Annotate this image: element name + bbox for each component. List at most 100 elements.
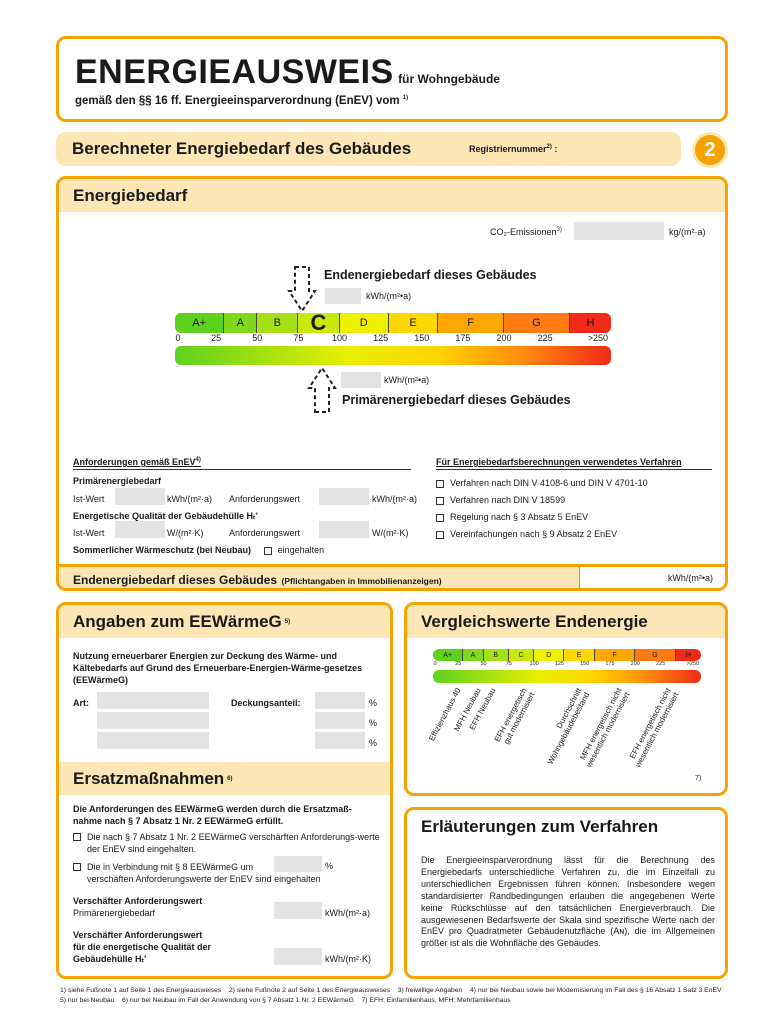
energy-class-g: G — [504, 313, 570, 333]
erlaeuterung-box: Erläuterungen zum Verfahren Die Energiee… — [404, 807, 728, 979]
deckung-label: Deckungsanteil: — [231, 698, 301, 708]
art-field-1[interactable] — [97, 692, 209, 709]
percent-unit: % — [369, 738, 378, 748]
hull-heading: Energetische Qualität der Gebäudehülle H… — [73, 511, 258, 521]
method-option[interactable]: Verfahren nach DIN V 18599 — [436, 492, 648, 509]
hull-ist-field[interactable] — [115, 521, 165, 538]
checkbox[interactable] — [73, 863, 81, 871]
art-field-3[interactable] — [97, 732, 209, 749]
checkbox[interactable] — [436, 530, 444, 539]
summer-check-label: eingehalten — [277, 545, 325, 555]
v2-label: Gebäudehülle Hₜ' — [73, 954, 147, 964]
end-energy-arrow-icon — [287, 266, 317, 313]
option-label: Die nach § 7 Absatz 1 Nr. 2 EEWärmeG ver… — [87, 832, 380, 854]
scale-tick-label: 125 — [373, 333, 389, 343]
ersatz-intro: Die Anforderungen des EEWärmeG werden du… — [73, 804, 352, 826]
primary-energy-unit: kWh/(m²•a) — [384, 375, 430, 385]
primary-energy-field[interactable] — [341, 372, 381, 388]
v2-field[interactable] — [274, 948, 322, 965]
method-option[interactable]: Verfahren nach DIN V 4108-6 und DIN V 47… — [436, 475, 648, 492]
checkbox[interactable] — [436, 513, 444, 522]
scale-tick-label: 75 — [293, 333, 304, 343]
page-number-badge: 2 — [692, 132, 728, 168]
summary-value-field[interactable]: kWh/(m²•a) — [579, 567, 725, 588]
v1-field[interactable] — [274, 902, 322, 919]
registration-label: Registriernummer — [469, 144, 547, 154]
summer-checkbox[interactable] — [263, 546, 272, 555]
art-field-2[interactable] — [97, 712, 209, 729]
energiebedarf-box: Energiebedarf CO₂-Emissionen3) kg/(m²·a)… — [56, 176, 728, 591]
scale-tick-label: 100 — [529, 661, 539, 667]
ersatz-percent-field[interactable] — [274, 856, 322, 872]
deckung-field-3[interactable] — [315, 732, 365, 749]
scale-tick-label: 0 — [433, 661, 437, 667]
method-option[interactable]: Regelung nach § 3 Absatz 5 EnEV — [436, 509, 648, 526]
option-label: Die in Verbindung mit § 8 EEWärmeG um — [87, 862, 254, 872]
hull-anf-field[interactable] — [319, 521, 369, 538]
anforderung-label: Anforderungswert — [229, 494, 301, 504]
scale-tick-label: >250 — [686, 661, 700, 667]
anforderung-label: Anforderungswert — [229, 528, 301, 538]
comparison-label: Effizienzhaus 40 — [426, 686, 463, 743]
document-subtitle: gemäß den §§ 16 ff. Energieeinsparverord… — [75, 95, 400, 107]
energy-class-f: F — [438, 313, 505, 333]
checkbox[interactable] — [73, 833, 81, 841]
scale-tick-label: 225 — [655, 661, 666, 667]
method-title: Für Energiebedarfsberechnungen verwendet… — [436, 457, 682, 467]
checkbox[interactable] — [436, 479, 444, 488]
ersatz-option-1[interactable]: Die nach § 7 Absatz 1 Nr. 2 EEWärmeG ver… — [73, 831, 383, 855]
method-option[interactable]: Vereinfachungen nach § 9 Absatz 2 EnEV — [436, 526, 648, 543]
v2-heading: Verschäfter Anforderungswert — [73, 930, 203, 940]
end-energy-label: Endenergiebedarf dieses Gebäudes — [324, 268, 537, 282]
gradient-bar — [175, 346, 611, 365]
footnote-ref: 4) — [195, 457, 201, 463]
energy-class-h: H — [675, 649, 701, 661]
primary-energy-arrow-icon — [307, 366, 337, 413]
gradient-bar — [433, 670, 701, 683]
v1-heading: Verschäfter Anforderungswert — [73, 896, 203, 906]
energy-class-a: A — [224, 313, 258, 333]
scale-tick-label: 50 — [480, 661, 487, 667]
art-label: Art: — [73, 698, 89, 708]
footnote-ref: 7) — [695, 775, 702, 782]
percent-unit: % — [369, 718, 378, 728]
summer-label: Sommerlicher Wärmeschutz (bei Neubau) — [73, 545, 252, 555]
primary-anf-field[interactable] — [319, 488, 369, 505]
scale-tick-label: 150 — [414, 333, 430, 343]
scale-tick-label: 50 — [252, 333, 263, 343]
scale-tick-label: 150 — [580, 661, 590, 667]
eewaerme-title: Angaben zum EEWärmeG — [73, 611, 282, 631]
scale-tick-label: 225 — [537, 333, 553, 343]
checkbox[interactable] — [436, 496, 444, 505]
primary-ist-field[interactable] — [115, 488, 165, 505]
end-energy-field[interactable] — [325, 288, 361, 304]
eewaerme-intro: Nutzung erneuerbarer Energien zur Deckun… — [73, 651, 363, 685]
vergleich-title: Vergleichswerte Endenergie — [407, 605, 725, 638]
requirements-title: Anforderungen gemäß EnEV — [73, 457, 196, 467]
footnote-ref: 5) — [284, 618, 291, 625]
energiebedarf-title: Energiebedarf — [59, 179, 725, 212]
energy-class-aplus: A+ — [175, 313, 225, 333]
energy-class-h: H — [569, 313, 611, 333]
colon: : — [554, 144, 558, 154]
scale-tick-label: 175 — [605, 661, 615, 667]
document-title-suffix: für Wohngebäude — [398, 72, 500, 86]
scale-tick-label: 200 — [496, 333, 512, 343]
method-label: Verfahren nach DIN V 4108-6 und DIN V 47… — [450, 478, 648, 488]
kwh-unit: kWh/(m²·a) — [167, 494, 212, 504]
co2-field[interactable] — [574, 222, 664, 240]
deckung-field-2[interactable] — [315, 712, 365, 729]
kwh-unit: kWh/(m²·a) — [372, 494, 417, 504]
comparison-label: EFH energetisch nicht wesentlich moderni… — [627, 686, 681, 769]
v1-unit: kWh/(m²·a) — [325, 908, 370, 918]
scale-tick-label: 25 — [211, 333, 222, 343]
deckung-field-1[interactable] — [315, 692, 365, 709]
method-label: Regelung nach § 3 Absatz 5 EnEV — [450, 512, 589, 522]
